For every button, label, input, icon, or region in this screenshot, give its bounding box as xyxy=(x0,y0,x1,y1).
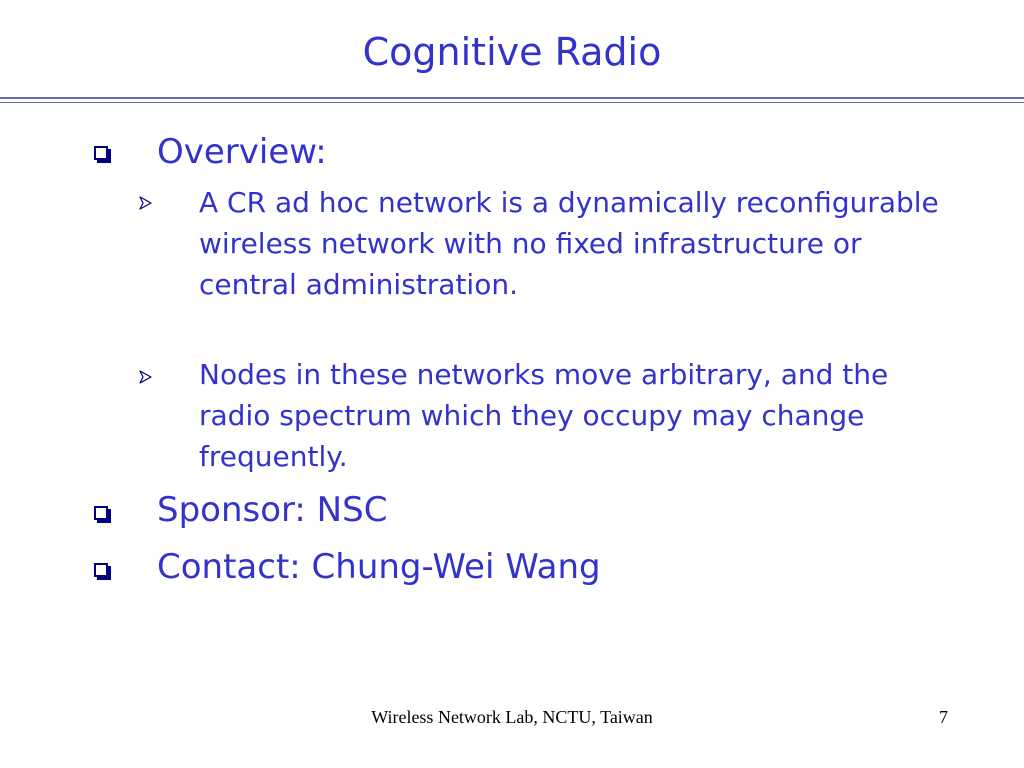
sub-bullet-1-text: A CR ad hoc network is a dynamically rec… xyxy=(199,186,939,301)
bullet-overview-text: Overview: xyxy=(157,132,327,172)
sub-bullet-2-text: Nodes in these networks move arbitrary, … xyxy=(199,358,889,473)
arrow-bullet-icon xyxy=(139,196,152,210)
title-divider-bottom xyxy=(0,102,1024,103)
arrow-bullet-icon xyxy=(139,370,152,384)
square-bullet-icon xyxy=(94,506,108,520)
page-number: 7 xyxy=(939,707,948,727)
slide-title: Cognitive Radio xyxy=(362,30,662,74)
title-divider-top xyxy=(0,97,1024,99)
square-bullet-icon xyxy=(94,563,108,577)
bullet-sponsor-text: Sponsor: NSC xyxy=(157,490,388,530)
bullet-contact-text: Contact: Chung-Wei Wang xyxy=(157,547,601,587)
square-bullet-icon xyxy=(94,146,108,160)
footer-text: Wireless Network Lab, NCTU, Taiwan xyxy=(371,707,653,727)
